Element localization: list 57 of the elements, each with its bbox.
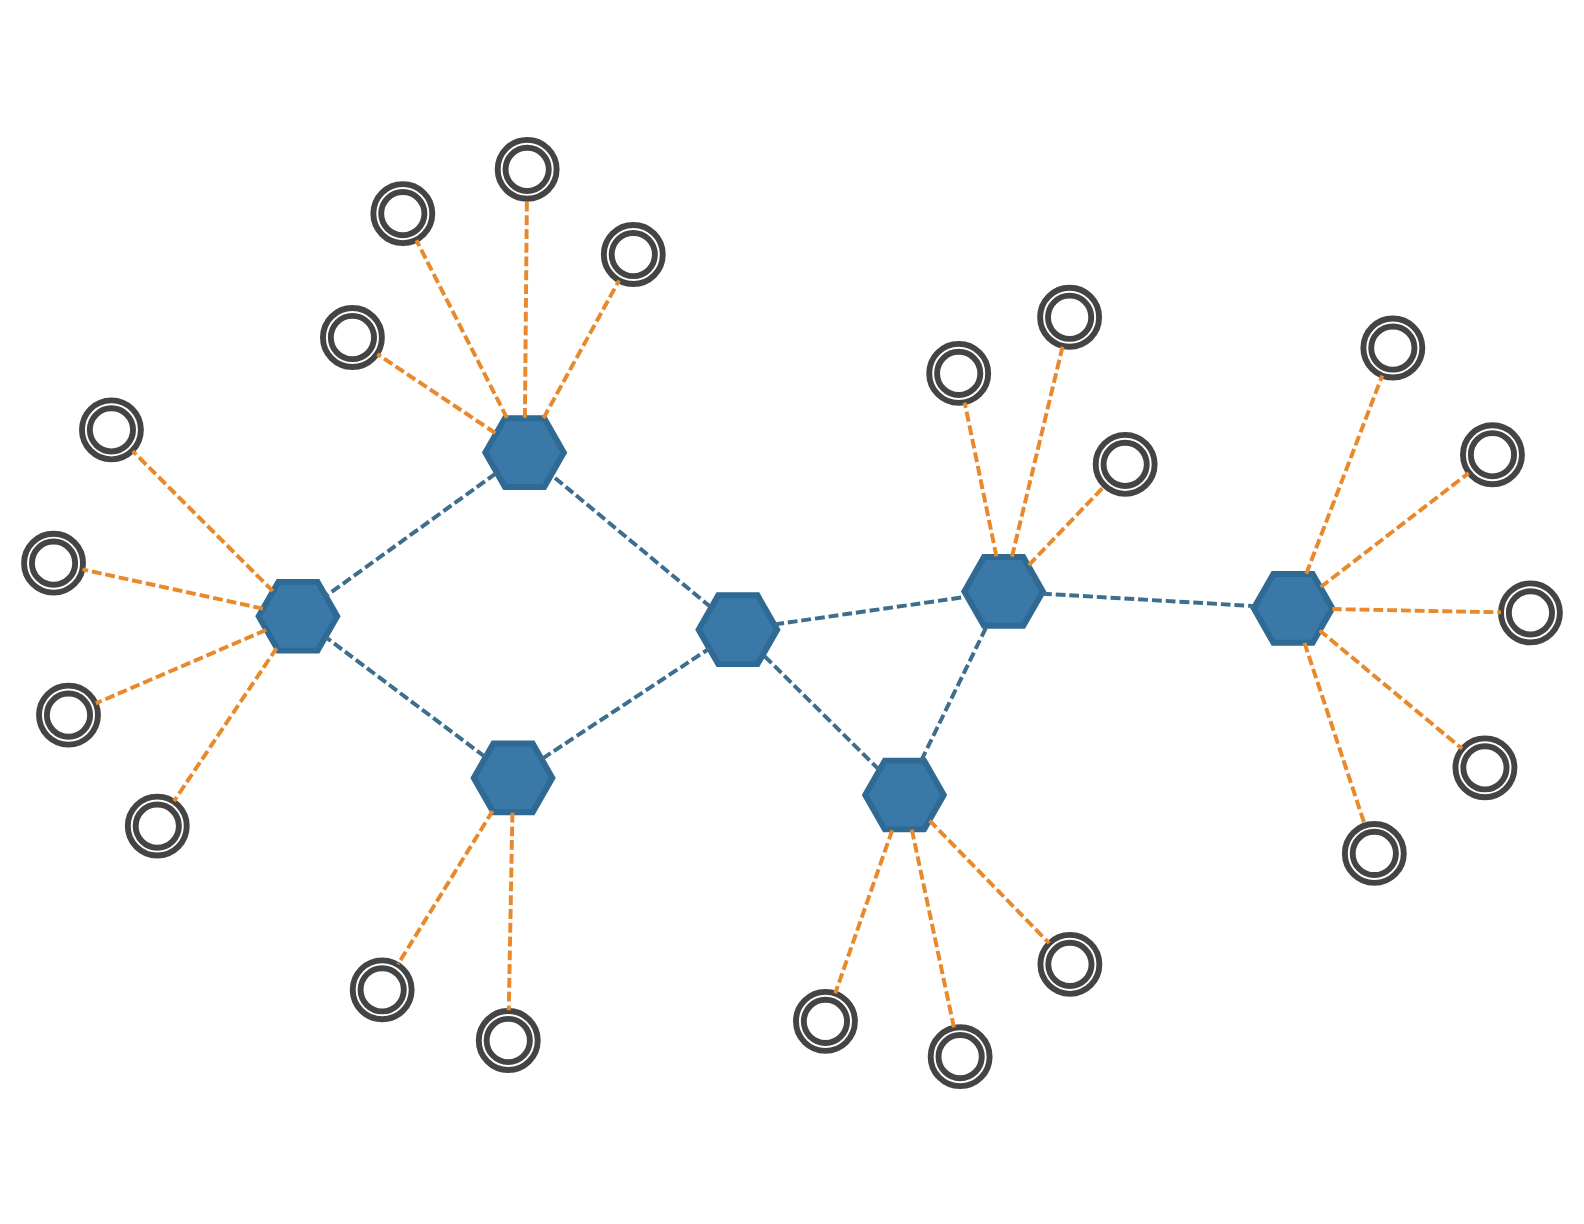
connector: [325, 470, 498, 597]
node-circle: [927, 1023, 993, 1089]
connector: [833, 828, 894, 994]
connector: [1010, 345, 1065, 557]
connector: [1332, 606, 1501, 614]
connector: [1041, 590, 1255, 608]
connector: [1319, 470, 1470, 588]
connector: [324, 634, 487, 758]
node-hexagon: [481, 414, 568, 489]
connector: [1027, 484, 1106, 566]
node-circle: [926, 339, 992, 405]
connector: [131, 448, 275, 592]
node-circle: [124, 792, 190, 858]
node-hexagon: [960, 553, 1047, 628]
node-circle: [600, 221, 666, 286]
node-circle: [349, 956, 415, 1022]
node-hexagon: [861, 756, 948, 832]
connector: [95, 627, 267, 705]
connector: [1318, 628, 1464, 750]
node-circle: [1341, 820, 1407, 885]
node-hexagon: [255, 577, 341, 653]
connector: [1302, 641, 1367, 825]
node-hexagon: [1250, 570, 1336, 645]
node-circle: [494, 135, 560, 201]
connector: [506, 811, 515, 1010]
node-circle: [1498, 579, 1563, 645]
connector: [414, 238, 509, 418]
node-circle: [36, 681, 101, 747]
node-circle: [79, 396, 144, 462]
connector: [376, 351, 497, 434]
node-circle: [320, 304, 385, 369]
connector: [550, 472, 713, 608]
node-circle: [1452, 734, 1518, 800]
node-circle: [370, 180, 436, 246]
connector: [396, 809, 495, 965]
node-circle: [21, 529, 86, 595]
node-hexagon: [695, 591, 781, 667]
connector: [919, 624, 989, 761]
node-circle: [1360, 314, 1426, 380]
node-circle: [1460, 421, 1525, 487]
connector: [962, 401, 999, 556]
connector: [541, 278, 621, 419]
connector: [762, 652, 881, 771]
node-circle: [1037, 283, 1103, 349]
connector: [541, 645, 711, 760]
connector: [909, 828, 956, 1027]
node-circle: [475, 1007, 541, 1072]
connector: [172, 646, 279, 802]
connector: [1304, 373, 1385, 574]
node-circle: [1037, 930, 1103, 996]
connector: [928, 818, 1051, 944]
node-circle: [1092, 430, 1158, 496]
connector: [774, 593, 968, 626]
node-hexagon: [470, 739, 556, 815]
node-circle: [793, 987, 858, 1053]
connector: [522, 198, 529, 417]
connector: [81, 566, 264, 610]
